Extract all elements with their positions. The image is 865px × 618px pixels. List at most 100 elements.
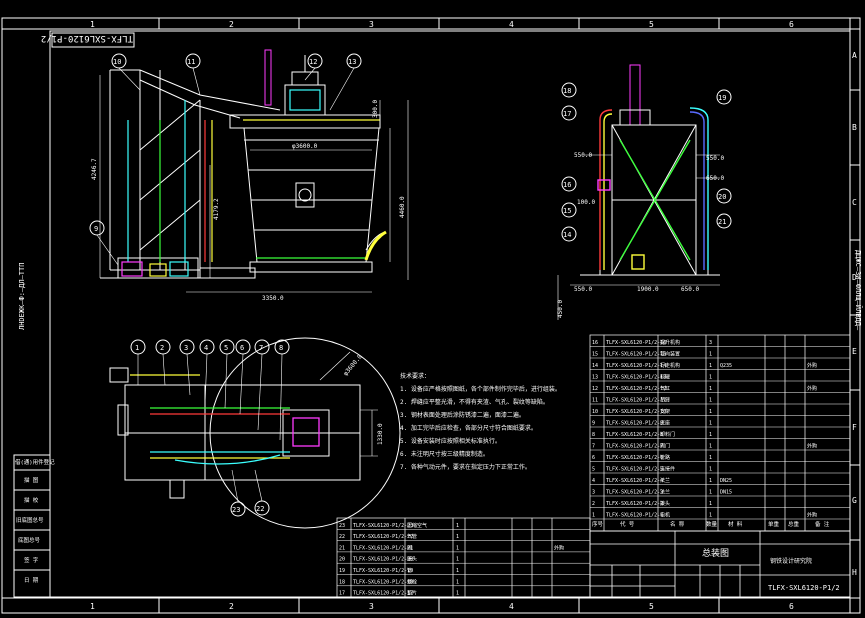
dim-top: 300.0: [372, 100, 379, 118]
table-cell: 1: [709, 375, 712, 381]
note-item: 6. 未注明尺寸按三级精度制造。: [400, 450, 489, 458]
side-view-colored: [597, 107, 709, 270]
row-labels: A B C D E F G H: [852, 51, 857, 577]
table-cell: 1: [456, 579, 459, 585]
table-cell: 1: [709, 386, 712, 392]
balloon-label: 23: [232, 506, 240, 514]
dim-side: 450.0: [557, 300, 564, 318]
table-cell: TLFX-SXL6120-P1/2-9: [606, 421, 663, 427]
table-cell: 1: [709, 352, 712, 358]
table-cell: 行走机构: [660, 362, 680, 369]
table-cell: TLFX-SXL6120-P1/2-7: [606, 444, 663, 450]
table-cell: 1: [709, 409, 712, 415]
table-cell: 1: [709, 490, 712, 496]
bom-header-cell: 材 料: [728, 520, 743, 528]
table-cell: TLFX-SXL6120-P1/2-18: [353, 579, 413, 585]
table-cell: 电机: [660, 512, 670, 519]
table-cell: TLFX-SXL6120-P1/2-3: [606, 490, 663, 496]
table-cell: 18: [339, 579, 345, 585]
table-cell: 8: [592, 432, 595, 438]
table-cell: 管: [407, 567, 412, 574]
balloon-label: 15: [563, 207, 571, 215]
table-cell: 1: [709, 421, 712, 427]
balloon-label: 12: [309, 58, 317, 66]
table-cell: 7: [592, 444, 595, 450]
table-cell: TLFX-SXL6120-P1/2-5: [606, 467, 663, 473]
table-cell: 14: [592, 363, 598, 369]
side-balloons: 18 17 16 15 14 19 20 21: [561, 82, 732, 242]
balloon-label: 16: [563, 181, 571, 189]
balloon-label: 20: [718, 193, 726, 201]
strip-label: 底图总号: [18, 536, 41, 544]
table-cell: 1: [456, 545, 459, 551]
col-label: 1: [90, 20, 95, 29]
balloon-label: 1: [135, 344, 139, 352]
dim-height: 4460.0: [399, 196, 406, 218]
table-cell: 外购: [807, 443, 817, 450]
table-cell: 垫片: [407, 590, 417, 597]
table-cell: 20: [339, 557, 345, 563]
table-cell: 螺栓: [407, 578, 417, 585]
drawing-number: TLFX-SXL6120-P1/2: [768, 584, 840, 592]
table-cell: 5: [592, 467, 595, 473]
balloon-label: 5: [224, 344, 228, 352]
table-cell: 1: [709, 513, 712, 519]
bom-header-cell: 代 号: [620, 520, 635, 528]
table-cell: 1: [456, 557, 459, 563]
table-cell: 1: [709, 455, 712, 461]
note-item: 1. 设备应严格按照图纸，各个部件制作完毕后，进行组装。: [400, 385, 561, 393]
table-cell: 法兰: [660, 477, 670, 484]
column-labels: 1 2 3 4 5 6 1 2 3 4 5 6: [90, 20, 794, 611]
table-cell: 17: [339, 591, 345, 597]
table-cell: 22: [339, 534, 345, 540]
table-cell: TLFX-SXL6120-P1/2-17: [353, 591, 413, 597]
balloon-label: 21: [718, 218, 726, 226]
table-cell: 10: [592, 409, 598, 415]
table-cell: 气缸: [660, 385, 670, 392]
col-label: 2: [229, 602, 234, 611]
left-strip-table: [13, 454, 51, 598]
table-cell: TLFX-SXL6120-P1/2-21: [353, 545, 413, 551]
table-cell: DN15: [720, 490, 732, 496]
table-cell: TLFX-SXL6120-P1/2-14: [606, 363, 666, 369]
note-item: 5. 设备安装时应按照相关标准执行。: [400, 437, 501, 445]
table-cell: 导向装置: [660, 351, 680, 358]
balloon-label: 18: [563, 87, 571, 95]
table-cell: 压缩空气: [407, 522, 427, 529]
strip-label: 日 期: [24, 577, 39, 584]
table-cell: 1: [709, 432, 712, 438]
table-cell: 19: [339, 568, 345, 574]
bom-header-cell: 单重: [768, 520, 780, 528]
bom-header-cell: 数量: [706, 520, 718, 528]
col-label: 3: [369, 602, 374, 611]
table-cell: 阀门: [660, 443, 670, 450]
table-cell: TLFX-SXL6120-P1/2-12: [606, 386, 666, 392]
table-cell: Q235: [720, 363, 732, 369]
table-cell: 6: [592, 455, 595, 461]
dim-side: 650.0: [706, 175, 724, 182]
row-label: A: [852, 51, 857, 60]
dim-side: 650.0: [681, 286, 699, 293]
dim-plan: 1330.0: [377, 423, 384, 445]
table-cell: 1: [456, 534, 459, 540]
dim-side: 1900.0: [637, 286, 659, 293]
bom-header-cell: 名 称: [670, 520, 685, 528]
table-cell: 15: [592, 352, 598, 358]
balloon-label: 8: [279, 344, 283, 352]
row-label: E: [852, 347, 857, 356]
balloon-label: 2: [160, 344, 164, 352]
table-cell: 料罐: [660, 374, 670, 381]
table-cell: 连接件: [660, 466, 675, 473]
table-cell: 2: [592, 501, 595, 507]
drawing-number-stamp: TLFX-SXL6120-P1/2: [41, 32, 135, 48]
table-cell: 提升机构: [660, 339, 680, 346]
table-cell: TLFX-SXL6120-P1/2-10: [606, 409, 666, 415]
note-item: 3. 钢材表面处理后涂防锈漆二遍，面漆二遍。: [400, 411, 525, 419]
col-label: 5: [649, 20, 654, 29]
balloon-label: 19: [718, 94, 726, 102]
row-label: F: [852, 423, 857, 432]
table-cell: 1: [456, 591, 459, 597]
table-cell: TLFX-SXL6120-P1/2-19: [353, 568, 413, 574]
col-label: 3: [369, 20, 374, 29]
